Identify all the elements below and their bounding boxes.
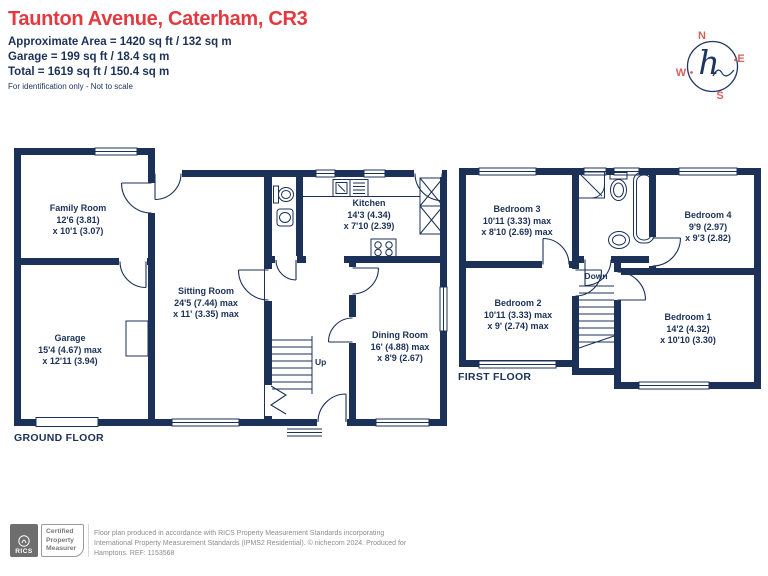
rics-emblem-icon <box>18 535 30 547</box>
compass-icon <box>686 40 739 93</box>
stairs-down-label: Down <box>584 271 608 281</box>
garage-door <box>35 417 99 427</box>
bathtub-icon <box>633 171 655 244</box>
rics-logo-text: RICS <box>15 548 33 555</box>
certified-property-measurer-badge: Certified Property Measurer <box>41 524 84 557</box>
compass-west-label: W <box>675 67 687 79</box>
first-floor-walls <box>459 168 761 389</box>
garage-area-line: Garage = 199 sq ft / 18.4 sq m <box>8 51 170 63</box>
room-label-family-room: Family Room 12'6 (3.81) x 10'1 (3.07) <box>49 202 107 236</box>
bathroom-fixtures <box>578 171 655 249</box>
sink-icon <box>332 179 369 197</box>
basin-icon <box>608 231 630 249</box>
room-label-sitting-room: Sitting Room 24'5 (7.44) max x 11' (3.35… <box>173 285 239 319</box>
page-title: Taunton Avenue, Caterham, CR3 <box>8 8 308 30</box>
compass-east-label: E <box>737 53 745 65</box>
compass-south-label: S <box>716 90 724 102</box>
hamptons-logo-h: h <box>698 42 720 82</box>
room-label-dining-room: Dining Room 16' (4.88) max x 8'9 (2.67) <box>370 329 430 363</box>
rics-logo: RICS <box>10 524 38 557</box>
porch-steps <box>287 428 322 437</box>
stairs-ground <box>272 336 313 394</box>
hob-icon <box>370 238 397 259</box>
room-label-garage: Garage 15'4 (4.67) max x 12'11 (3.94) <box>38 332 102 366</box>
room-label-bedroom-3: Bedroom 3 10'11 (3.33) max x 8'10 (2.69)… <box>481 203 553 237</box>
door-gaps <box>119 170 656 426</box>
garage-recess <box>125 320 149 357</box>
wc-fixtures <box>273 185 294 227</box>
footer-divider <box>88 524 89 557</box>
door-arcs <box>119 173 682 423</box>
floor-label-ground: GROUND FLOOR <box>14 432 104 444</box>
approximate-area-line: Approximate Area = 1420 sq ft / 132 sq m <box>8 36 232 48</box>
room-label-bedroom-1: Bedroom 1 14'2 (4.32) x 10'10 (3.30) <box>660 311 716 345</box>
stairs-up-label: Up <box>315 357 327 367</box>
toilet-icon <box>609 172 628 201</box>
room-label-bedroom-4: Bedroom 4 9'9 (2.97) x 9'3 (2.82) <box>684 209 732 243</box>
stairs-first <box>578 285 615 349</box>
kitchen-fixtures <box>303 177 444 259</box>
toilet-icon <box>273 185 294 204</box>
room-label-kitchen: Kitchen 14'3 (4.34) x 7'10 (2.39) <box>343 197 395 231</box>
shower-icon <box>578 171 605 199</box>
folding-door-zigzag <box>269 385 288 415</box>
total-area-line: Total = 1619 sq ft / 150.4 sq m <box>8 66 170 78</box>
disclaimer-text: For identification only - Not to scale <box>8 82 133 91</box>
cupboard-icon <box>419 177 444 235</box>
basin-icon <box>276 208 294 227</box>
footer-disclaimer: Floor plan produced in accordance with R… <box>94 530 407 557</box>
room-label-bedroom-2: Bedroom 2 10'11 (3.33) max x 9' (2.74) m… <box>483 297 553 331</box>
windows <box>94 147 738 427</box>
compass-north-label: N <box>698 30 706 42</box>
floor-label-first: FIRST FLOOR <box>458 371 532 383</box>
